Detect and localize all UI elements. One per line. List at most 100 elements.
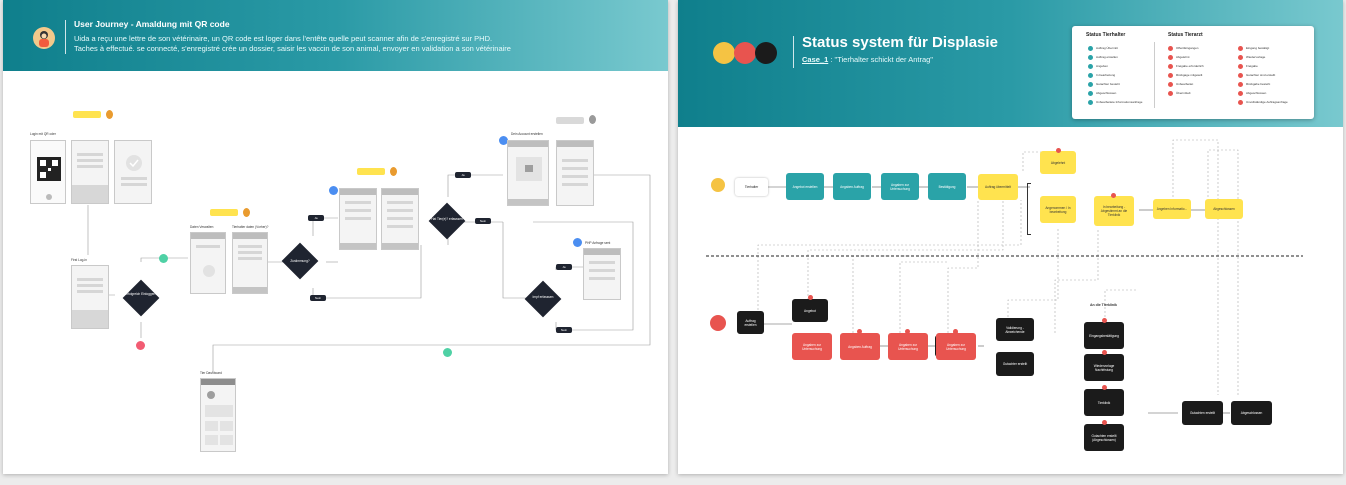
status-dot bbox=[1102, 420, 1107, 425]
persona-icon bbox=[390, 167, 397, 176]
left-banner bbox=[3, 0, 668, 71]
page-title: Status system für Displasie bbox=[802, 34, 998, 51]
status-legend-icon bbox=[1238, 64, 1243, 69]
error-x-icon bbox=[136, 341, 145, 350]
status-legend-item: Freigabe erforderlich bbox=[1176, 64, 1204, 68]
tierhalter-avatar-icon bbox=[713, 42, 735, 64]
status-legend-item: Auftrag Übermitt bbox=[1096, 46, 1118, 50]
status-legend-item: Gutachter besteht bbox=[1096, 82, 1120, 86]
tierhalter-status-node: Angaben Auftrag bbox=[833, 173, 871, 200]
label-login-qr: Login mit QR oder bbox=[30, 132, 56, 136]
banner-divider bbox=[793, 36, 794, 68]
status-dot bbox=[808, 295, 813, 300]
tierklinik-status-node: Tierklinik bbox=[1084, 389, 1124, 416]
yellow-abgeschlossen: Abgeschlossen bbox=[1205, 199, 1243, 219]
center-heading: An die Tierklinik bbox=[1090, 303, 1117, 307]
sticky-note bbox=[556, 117, 584, 124]
status-legend-item: Eingang bestätigt bbox=[1246, 46, 1270, 50]
daten-screen bbox=[190, 232, 226, 294]
tierhalter-screen bbox=[232, 232, 268, 294]
persona-icon bbox=[243, 208, 250, 217]
status-legend-icon bbox=[1238, 100, 1243, 105]
status-legend-icon bbox=[1088, 64, 1093, 69]
ja-pill: Ja bbox=[556, 264, 572, 270]
nein-pill: Nein bbox=[475, 218, 491, 224]
status-legend-item: Rückgabe besteht bbox=[1246, 82, 1271, 86]
status-dot bbox=[1056, 148, 1061, 153]
tierarzt-status-node: Angaben Auftrag bbox=[840, 333, 880, 360]
tierarzt-lane-icon bbox=[710, 315, 726, 331]
status-legend-icon bbox=[1088, 82, 1093, 87]
status-dot bbox=[857, 329, 862, 334]
status-legend-icon bbox=[1168, 73, 1173, 78]
ta-gutachter: Gutachter erstellt bbox=[996, 352, 1034, 376]
tierhalter-status-node: Bestätigung bbox=[928, 173, 966, 200]
status-legend-icon bbox=[1088, 55, 1093, 60]
status-legend-item: Unvollständige Auftragsanfrage bbox=[1246, 100, 1288, 104]
qr-scan-screen bbox=[30, 140, 66, 204]
step-marker-icon bbox=[329, 186, 338, 195]
status-legend-item: Freigabe bbox=[1246, 64, 1258, 68]
status-legend-icon bbox=[1088, 100, 1093, 105]
status-dot bbox=[1102, 350, 1107, 355]
user-journey-board: User Journey - Amaldung mit QR code Uida… bbox=[3, 0, 668, 474]
end-gutachten: Gutachten erstellt bbox=[1182, 401, 1223, 425]
persona-icon bbox=[589, 115, 596, 124]
status-dot bbox=[1102, 318, 1107, 323]
status-legend-item: Offen/Eingangen bbox=[1176, 46, 1199, 50]
status-connectors bbox=[706, 139, 1303, 414]
label-pdf-anfrage: PHP Anfrage sent bbox=[585, 241, 611, 245]
label-dein-account: Dein Account erstellen bbox=[511, 132, 543, 136]
step-marker-icon bbox=[573, 238, 582, 247]
journey-connectors bbox=[87, 174, 651, 372]
sticky-note bbox=[210, 209, 238, 216]
status-legend-icon bbox=[1238, 91, 1243, 96]
status-system-board: Status system für Displasie Case_1 : "Ti… bbox=[678, 0, 1343, 474]
status-legend-icon bbox=[1168, 91, 1173, 96]
status-tierhalter-heading: Status Tierhalter bbox=[1086, 32, 1126, 38]
label-daten-verwalten: Daten Verwalten bbox=[190, 225, 214, 229]
status-legend-icon bbox=[1088, 91, 1093, 96]
success-check-icon bbox=[159, 254, 168, 263]
status-legend-item: Unbearbeitete Informationsanfrage bbox=[1096, 100, 1143, 104]
ja-pill: Ja bbox=[455, 172, 471, 178]
tierarzt-status-node: Angaben zur Untersuchung bbox=[888, 333, 928, 360]
nein-pill: Nein bbox=[556, 327, 572, 333]
status-legend-item: Abgelehnt bbox=[1176, 55, 1190, 59]
tierhalter-status-node: Angaben zur Untersuchung bbox=[881, 173, 919, 200]
page-title: User Journey - Amaldung mit QR code bbox=[74, 19, 230, 29]
pdf-screen bbox=[583, 248, 621, 300]
status-legend-item: Übermittelt bbox=[1176, 91, 1191, 95]
ta-validierung: Validierung - Abweichende bbox=[996, 318, 1034, 341]
status-legend-item: In bearbeitung bbox=[1096, 73, 1116, 77]
status-legend-item: Gutachter sind erstellt bbox=[1246, 73, 1276, 77]
label-tierhalter-daten: Tierhalter daten (Vorher)? bbox=[232, 225, 269, 229]
sticky-note bbox=[73, 111, 101, 118]
sticky-note bbox=[357, 168, 385, 175]
yellow-angenommen: Angenommen / In bearbeitung bbox=[1040, 196, 1076, 223]
status-legend-icon bbox=[1168, 46, 1173, 51]
end-abgeschlossen: Abgeschlossen bbox=[1231, 401, 1272, 425]
status-dot bbox=[953, 329, 958, 334]
status-legend-item: Abgeschlossen bbox=[1246, 91, 1267, 95]
status-legend-item: Angeben bbox=[1096, 64, 1109, 68]
first-login-screen bbox=[71, 265, 109, 329]
status-legend-icon bbox=[1238, 82, 1243, 87]
status-dot bbox=[905, 329, 910, 334]
status-dot bbox=[1111, 193, 1116, 198]
status-legend-item: Unbearbeitet bbox=[1176, 82, 1194, 86]
status-legend-icon bbox=[1168, 55, 1173, 60]
decision-impf-text: Impf erfasssen bbox=[532, 295, 554, 299]
account-screen bbox=[507, 140, 549, 206]
status-legend: Status Tierhalter Status Tierarzt Auftra… bbox=[1072, 26, 1314, 119]
status-legend-icon bbox=[1238, 55, 1243, 60]
status-legend-item: Auftrag erstellen bbox=[1096, 55, 1118, 59]
account-detail-screen bbox=[556, 140, 594, 206]
tierhalter-status-node: Auftrag übermittelt bbox=[978, 174, 1018, 200]
case-label: Case_1 : "Tierhalter schickt der Antrag" bbox=[802, 55, 933, 64]
ta-auftrag-erstellen: Auftrag erstellen bbox=[737, 311, 764, 334]
animal-list-screen bbox=[339, 188, 377, 250]
tierklinik-status-node: Eingangsbestätigung bbox=[1084, 322, 1124, 349]
ja-pill: Ja bbox=[308, 215, 324, 221]
signup-screen bbox=[71, 140, 109, 204]
